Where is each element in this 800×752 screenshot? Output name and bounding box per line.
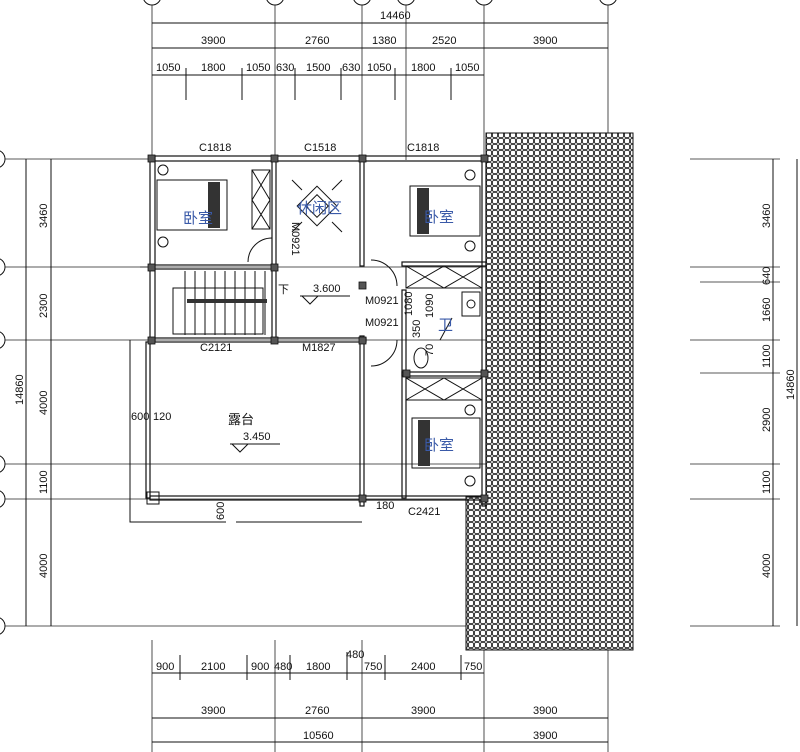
dim: 120 [153, 411, 171, 423]
dim: 4000 [38, 391, 50, 415]
door-m0921-c: M0921 [365, 317, 399, 329]
labels: C1818 C1518 C1818 C2121 C2421 M0921 M182… [131, 142, 454, 520]
dim: 750 [464, 661, 482, 673]
dim: 1100 [38, 470, 50, 494]
dim: 2760 [305, 705, 329, 717]
room-leisure: 休闲区 [297, 199, 342, 217]
dim: 1800 [306, 661, 330, 673]
dim: 900 [251, 661, 269, 673]
sanitary [413, 291, 481, 369]
window-c1818-left: C1818 [199, 142, 231, 154]
dim: 3900 [411, 705, 435, 717]
wardrobe [251, 169, 483, 401]
dim: 2400 [411, 661, 435, 673]
dim: 1050 [246, 62, 270, 74]
room-bath: 卫 [438, 316, 453, 334]
dim: 3460 [761, 204, 773, 228]
dim: 3900 [201, 705, 225, 717]
room-terrace: 露台 [228, 413, 254, 428]
dim: 600 [215, 502, 227, 520]
dim: 1050 [156, 62, 180, 74]
dim: 1100 [761, 344, 773, 368]
dim: 70 [424, 344, 436, 356]
dim: 2520 [432, 35, 456, 47]
bed-right-bottom [411, 404, 481, 487]
dim: 3900 [201, 35, 225, 47]
columns [146, 154, 489, 505]
dim: 480 [274, 661, 292, 673]
dim: 630 [342, 62, 360, 74]
bed-right-top [409, 169, 481, 252]
dim: 4000 [38, 554, 50, 578]
bottom-dimensions: 900 2100 900 480 1800 480 750 2400 750 3… [152, 649, 608, 743]
room-bedroom-2: 卧室 [424, 208, 454, 226]
terrace-level: 3.450 [243, 431, 271, 443]
stairs [172, 271, 267, 335]
dim: 1500 [306, 62, 330, 74]
top-dimensions: 14460 3900 2760 1380 2520 3900 1050 1800… [152, 10, 608, 100]
dim: 1660 [761, 298, 773, 322]
dim: 1050 [367, 62, 391, 74]
window-c1518: C1518 [304, 142, 336, 154]
dim: 1380 [372, 35, 396, 47]
dim: 2760 [305, 35, 329, 47]
dim: 3900 [533, 35, 557, 47]
dim: 2900 [761, 408, 773, 432]
roof-tiles [465, 132, 634, 651]
dim: 750 [364, 661, 382, 673]
dim: 14860 [14, 374, 26, 405]
door-m0921: M0921 [289, 222, 301, 256]
left-dimensions: 14860 3460 2300 4000 1100 4000 [14, 159, 52, 626]
room-bedroom-3: 卧室 [424, 436, 454, 454]
dim: 180 [376, 500, 394, 512]
dim: 1080 [403, 292, 415, 316]
dim: 2300 [38, 294, 50, 318]
dim: 900 [156, 661, 174, 673]
door-m0921-b: M0921 [365, 295, 399, 307]
dim: 3460 [38, 204, 50, 228]
dim: 3900 [533, 730, 557, 742]
door-swings [247, 237, 453, 367]
window-c1818-right: C1818 [407, 142, 439, 154]
dim: 630 [276, 62, 294, 74]
dim: 2100 [201, 661, 225, 673]
room-bedroom-1: 卧室 [183, 209, 213, 227]
right-dimensions: 14860 3460 640 1660 1100 2900 1100 4000 [761, 159, 798, 626]
dim: 1100 [761, 470, 773, 494]
dim: 4000 [761, 554, 773, 578]
dim: 14860 [785, 369, 797, 400]
dim: 1800 [411, 62, 435, 74]
dim-total-top: 14460 [380, 10, 411, 22]
stair-down: 下 [278, 284, 289, 296]
dim: 480 [346, 649, 364, 661]
dim: 1800 [201, 62, 225, 74]
window-c2121: C2121 [200, 342, 232, 354]
dim: 3900 [533, 705, 557, 717]
dim: 350 [411, 320, 423, 338]
dim: 600 [131, 411, 149, 423]
dim: 640 [761, 267, 773, 285]
window-c2421: C2421 [408, 506, 440, 518]
dim: 10560 [303, 730, 334, 742]
dim: 1090 [424, 294, 436, 318]
bed-left [156, 164, 228, 248]
dim: 1050 [455, 62, 479, 74]
door-m1827: M1827 [302, 342, 336, 354]
axis-grid [5, 5, 780, 752]
tea-table [291, 179, 343, 233]
floor-level: 3.600 [313, 283, 341, 295]
